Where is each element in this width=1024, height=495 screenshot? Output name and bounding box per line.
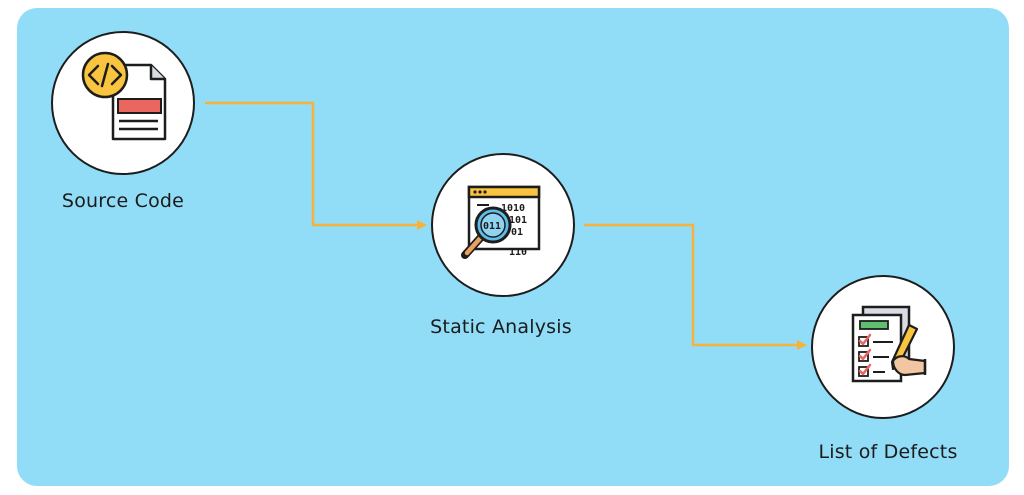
svg-text:110: 110: [509, 247, 527, 258]
node-list-of-defects: [811, 275, 955, 419]
connector-analysis-to-defects: [584, 223, 807, 350]
svg-text:1010: 1010: [501, 203, 525, 214]
connector-source-to-analysis: [205, 101, 427, 230]
label-static-analysis: Static Analysis: [430, 316, 572, 338]
label-list-of-defects: List of Defects: [818, 441, 958, 463]
label-source-code: Source Code: [61, 190, 185, 212]
svg-text:011: 011: [483, 221, 501, 232]
node-static-analysis: 1010 101 01 110 011: [431, 153, 575, 297]
svg-text:01: 01: [511, 227, 523, 238]
checklist-pen-icon: [851, 305, 927, 383]
svg-text:101: 101: [509, 215, 527, 226]
source-code-file-icon: [81, 51, 167, 141]
node-source-code: [51, 31, 195, 175]
magnifier-binary-icon: 1010 101 01 110 011: [461, 185, 541, 259]
